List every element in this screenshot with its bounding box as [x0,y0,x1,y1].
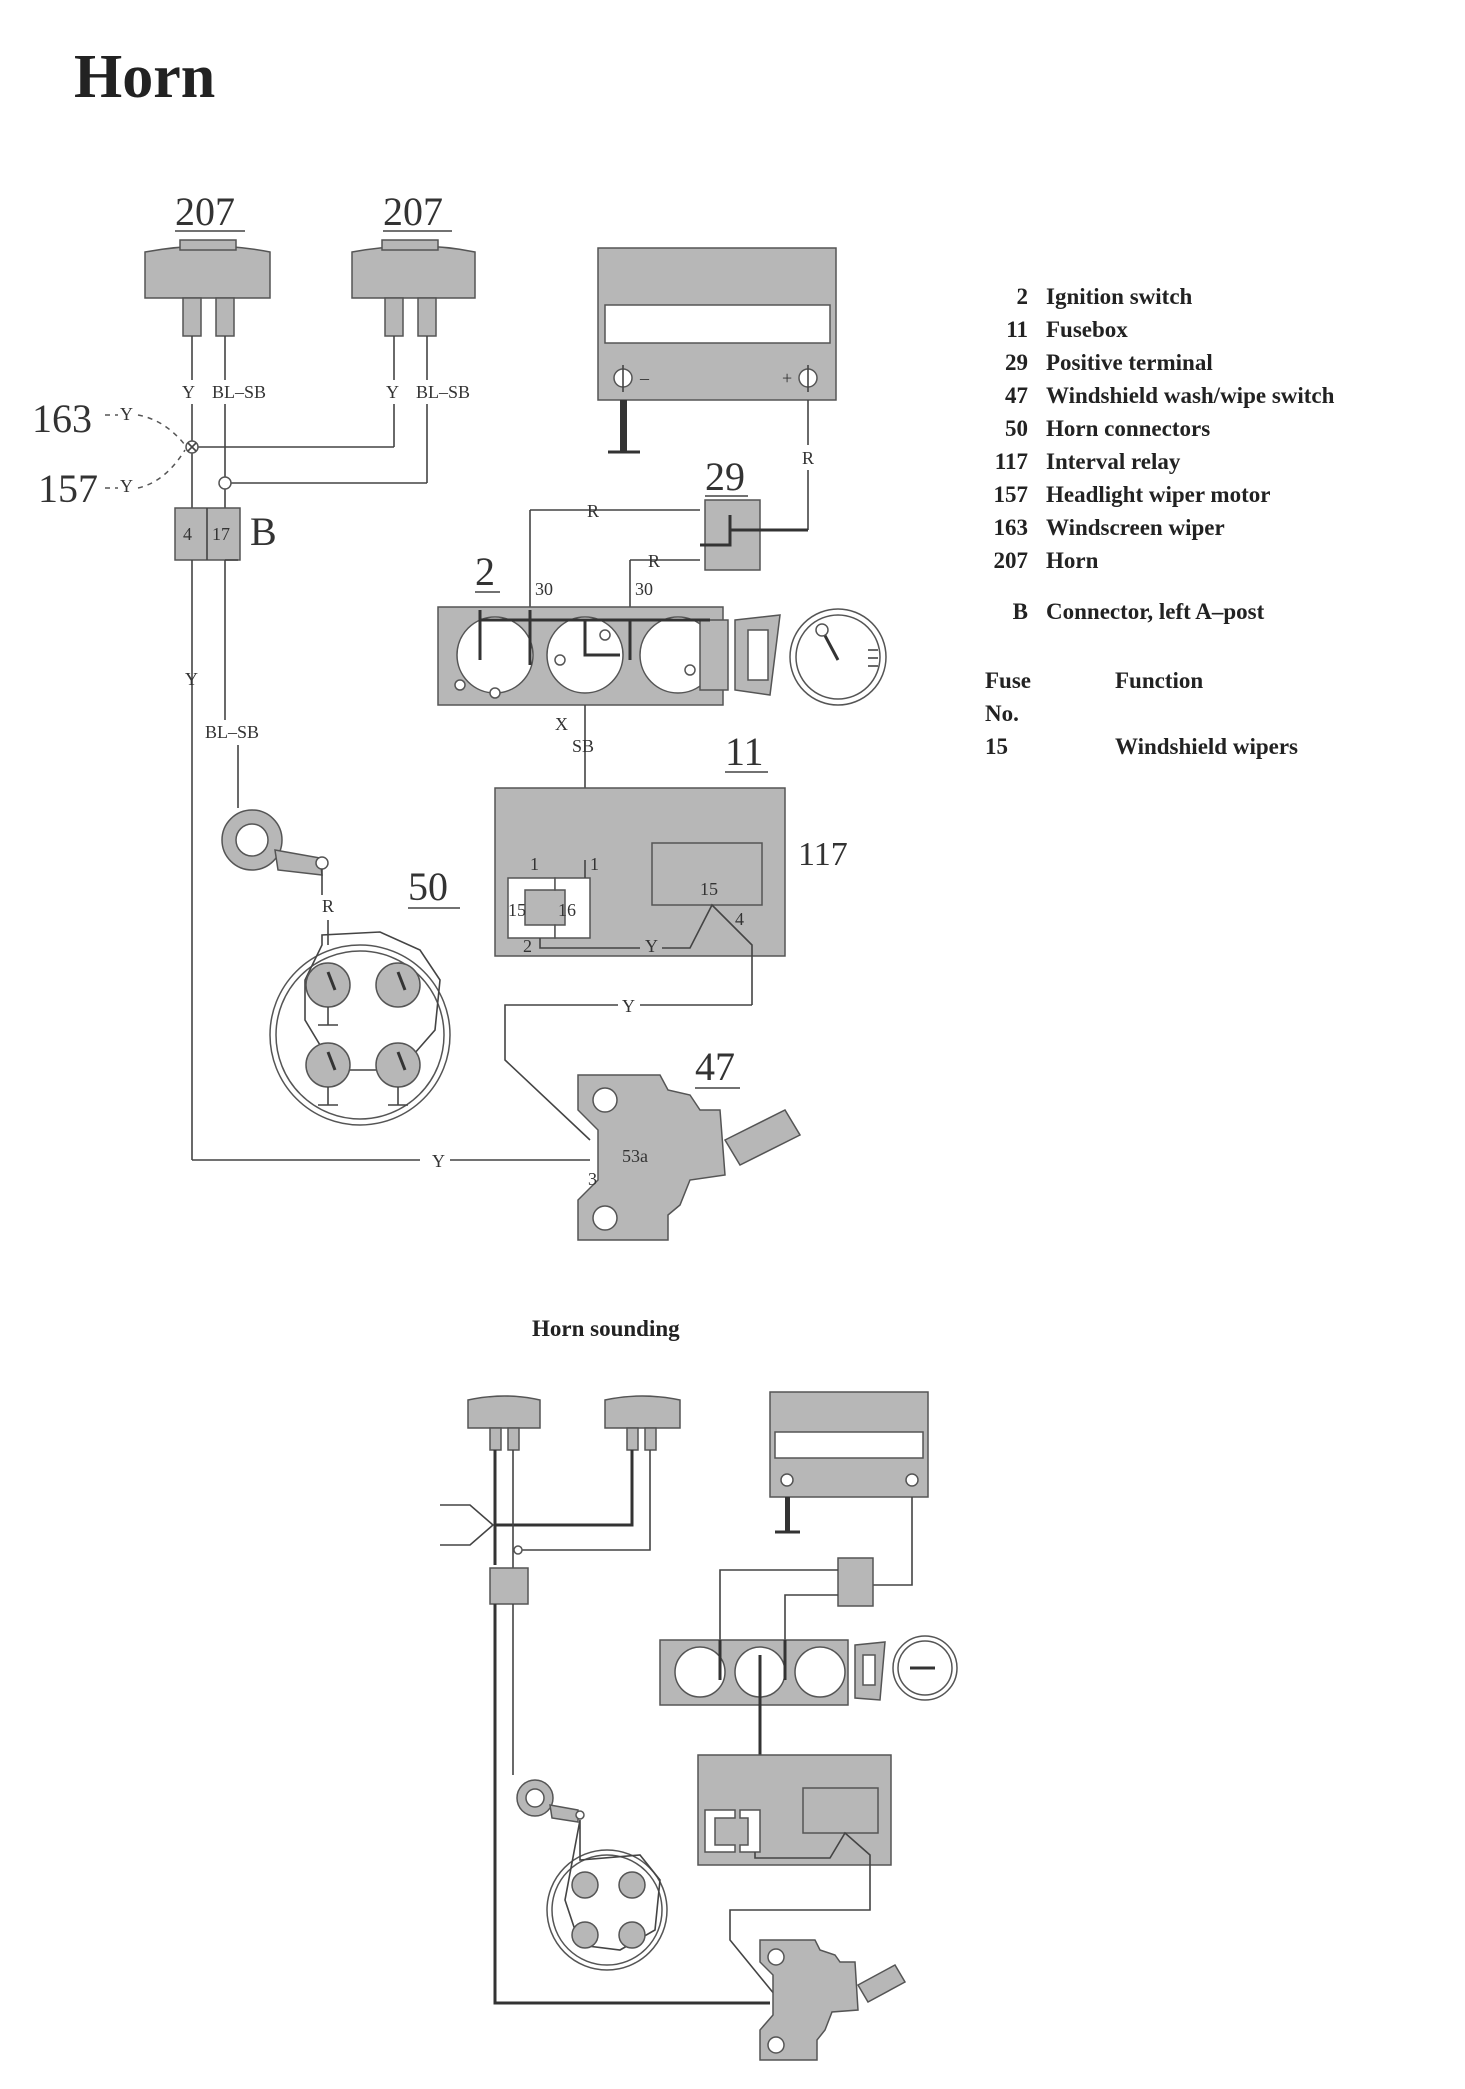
wire-r-label-3: R [587,501,599,521]
relay-pin-15-label: 15 [700,879,718,899]
fuse-15-label: 15 [508,900,526,920]
wire-y-label-6: Y [432,1151,445,1171]
horn-right-label: 207 [383,189,443,234]
wire-y-label-5: Y [622,996,635,1016]
wire-r-label-1: R [322,896,334,916]
wire-x-label: X [555,714,568,734]
positive-terminal [704,499,761,571]
horn-right [351,239,476,337]
wire-blsb-label-2: BL–SB [416,382,470,402]
terminal-30-a-label: 30 [535,579,553,599]
interval-relay-label: 117 [798,836,848,873]
horn-connectors [269,931,451,1126]
wire-r-label-2: R [802,448,814,468]
ignition-switch-label: 2 [475,549,495,594]
fuse-pin-1a-label: 1 [530,854,539,874]
fuse-table-header: Fuse Function [985,668,1204,693]
wash-wipe-switch: 53a 3 [577,1074,802,1241]
horn-connectors-label: 50 [408,864,448,909]
wire-y-label-1: Y [182,382,195,402]
wire-y-label-3: Y [185,669,198,689]
horn-left-label: 207 [175,189,235,234]
fuse-table-row: 15 Windshield wipers [985,734,1298,759]
wash-wipe-switch-label: 47 [695,1044,735,1089]
wiper-label: 163 [32,396,92,441]
horn-sounding-diagram [440,1391,958,2061]
ignition-key [789,608,887,706]
horn-contact [221,809,329,876]
wire-y-label-157: Y [120,476,133,496]
fuse-pin-1b-label: 1 [590,854,599,874]
wire-sb-label: SB [572,736,594,756]
subdiagram-title: Horn sounding [532,1316,680,1341]
wire-blsb-label-3: BL–SB [205,722,259,742]
fuse-table: Fuse Function No. 15 Windshield wipers [985,664,1298,763]
connector-pin-17: 17 [212,524,230,544]
wire-y-label-163: Y [120,404,133,424]
connector-pin-4: 4 [183,524,192,544]
terminal-30-b-label: 30 [635,579,653,599]
horn-left [144,239,271,337]
battery-plus-label: + [782,368,792,388]
connector-label: B [250,509,277,554]
wire-y-label-2: Y [386,382,399,402]
fuse-table-header-2: No. [985,701,1019,726]
positive-terminal-label: 29 [705,454,745,499]
wire-r-label-4: R [648,551,660,571]
battery-minus-label: – [639,368,650,388]
headlight-motor-label: 157 [38,466,98,511]
switch-pin-53a-label: 53a [622,1146,648,1166]
fusebox-label: 11 [725,729,764,774]
page-title: Horn [74,43,216,111]
relay-pin-4-label: 4 [735,909,744,929]
fusebox: 15 16 1 1 2 15 4 Y [494,787,786,1005]
wire-y-label-4: Y [645,936,658,956]
switch-pin-3-label: 3 [588,1169,597,1189]
battery: – + [597,247,837,401]
fuse-16-label: 16 [558,900,576,920]
wire-blsb-label-1: BL–SB [212,382,266,402]
fuse-pin-2-label: 2 [523,936,532,956]
ignition-switch [437,606,781,706]
